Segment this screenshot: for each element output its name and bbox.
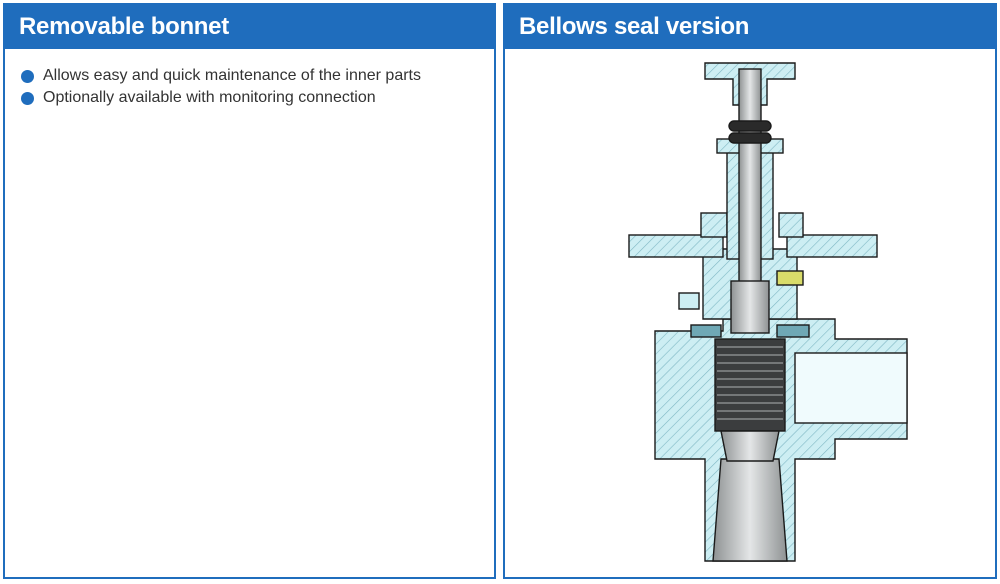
bullet-icon — [21, 70, 34, 83]
flange-right — [786, 234, 878, 258]
bellows-seal-panel: Bellows seal version — [503, 3, 997, 579]
panel-title: Bellows seal version — [505, 5, 995, 49]
valve-cross-section-illustration — [628, 62, 908, 562]
outlet-bore — [794, 352, 908, 424]
panel-title: Removable bonnet — [5, 5, 494, 49]
inlet-bore — [712, 458, 788, 562]
valve-plug — [720, 430, 780, 462]
bolt-left — [678, 292, 700, 310]
flange-left — [628, 234, 724, 258]
list-item: Allows easy and quick maintenance of the… — [19, 65, 494, 87]
feature-list: Allows easy and quick maintenance of the… — [5, 49, 494, 109]
removable-bonnet-panel: Removable bonnet Allows easy and quick m… — [3, 3, 496, 579]
feature-text: Optionally available with monitoring con… — [43, 89, 376, 106]
bellows — [714, 338, 786, 432]
list-item: Optionally available with monitoring con… — [19, 87, 494, 109]
bullet-icon — [21, 92, 34, 105]
monitoring-port — [776, 270, 804, 286]
feature-text: Allows easy and quick maintenance of the… — [43, 67, 421, 84]
